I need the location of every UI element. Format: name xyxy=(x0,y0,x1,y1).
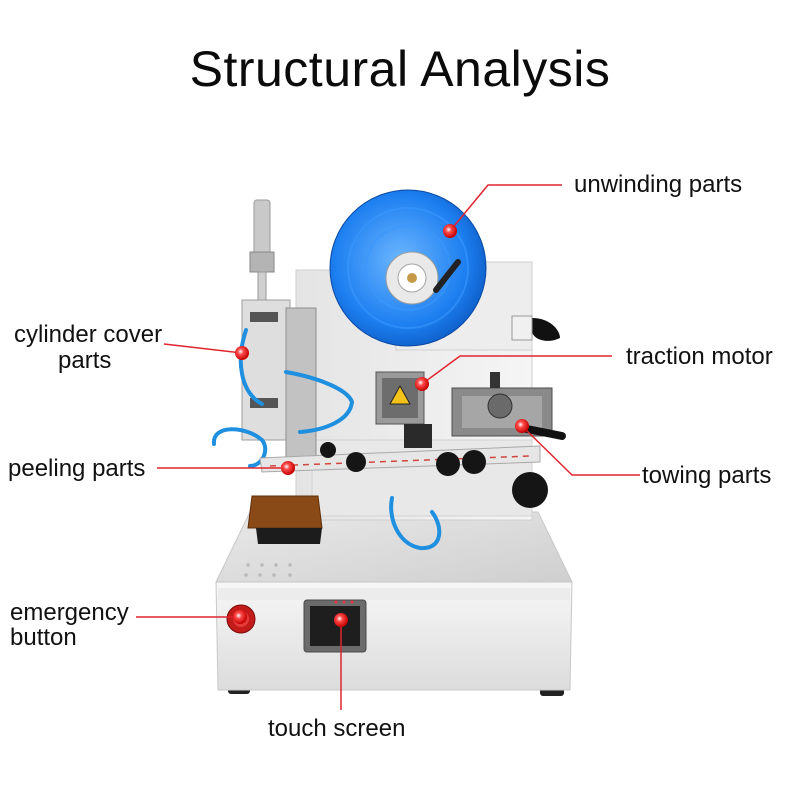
callout-dots xyxy=(233,224,529,627)
label-cylinder-line1: cylinder cover xyxy=(14,321,163,348)
page-title: Structural Analysis xyxy=(189,41,611,97)
leader-towing xyxy=(521,425,640,476)
dot-unwinding xyxy=(443,224,457,238)
pneumatic-tubes xyxy=(212,328,442,551)
label-unwinding-parts: unwinding parts xyxy=(574,171,743,198)
traction-motor xyxy=(375,371,432,448)
control-panel-area xyxy=(303,599,367,653)
dot-peeling xyxy=(281,461,295,475)
label-emergency-line1: emergency xyxy=(10,599,129,626)
dot-touch xyxy=(334,613,348,627)
leader-traction xyxy=(421,355,612,385)
leader-lines xyxy=(136,184,640,710)
base-cabinet xyxy=(215,581,573,691)
dot-towing xyxy=(515,419,529,433)
label-touch-screen: touch screen xyxy=(268,715,406,742)
cylinder-mast xyxy=(241,199,317,459)
label-traction-motor: traction motor xyxy=(626,343,773,370)
label-towing-parts: towing parts xyxy=(642,462,772,489)
rollers xyxy=(320,442,548,508)
leader-unwinding xyxy=(449,184,562,232)
dot-cylinder xyxy=(235,346,249,360)
peeling-plate xyxy=(247,495,323,544)
label-peeling-parts: peeling parts xyxy=(8,455,146,482)
label-emergency-line2: button xyxy=(10,624,77,651)
leader-cylinder xyxy=(163,343,243,354)
towing-assembly xyxy=(451,315,566,440)
label-reel xyxy=(329,189,487,347)
dot-emergency xyxy=(233,610,247,624)
label-cylinder-line2: parts xyxy=(58,347,112,374)
dot-traction xyxy=(415,377,429,391)
